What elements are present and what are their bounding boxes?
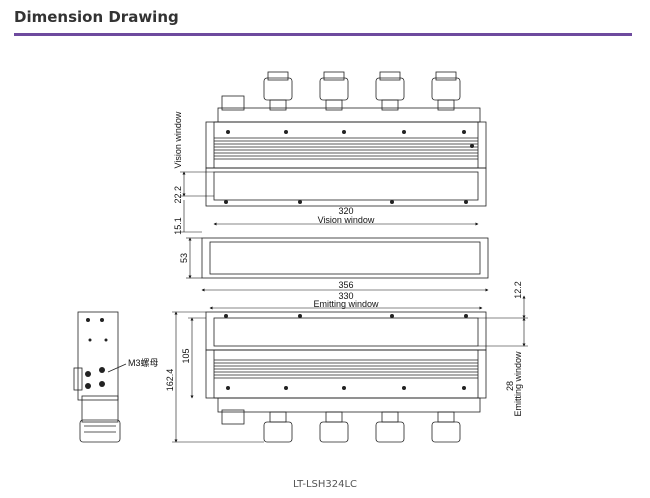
dim-330-label: 330	[338, 291, 353, 301]
middle-view	[201, 237, 489, 279]
dimension-lines	[172, 171, 528, 443]
dim-320-label: 320	[338, 206, 353, 216]
vision-window-horizontal-label: Vision window	[318, 215, 375, 225]
dim-22-2-label: 22.2	[173, 186, 183, 204]
vision-window-vertical-label: Vision window	[173, 111, 183, 168]
bottom-connectors	[263, 411, 461, 443]
dim-28-label: 28	[505, 381, 515, 391]
dim-12-2-label: 12.2	[513, 281, 523, 299]
emitting-window-vertical-label: Emitting window	[513, 351, 523, 417]
dim-356-label: 356	[338, 280, 353, 290]
dim-105-label: 105	[181, 348, 191, 363]
section-title: Dimension Drawing	[14, 8, 179, 26]
top-connectors	[263, 71, 461, 111]
top-view	[205, 71, 487, 207]
title-underline	[14, 33, 632, 36]
dim-53-label: 53	[179, 253, 189, 263]
dim-162-4-label: 162.4	[165, 369, 175, 392]
model-caption: LT-LSH324LC	[292, 479, 358, 490]
bottom-view	[205, 311, 487, 443]
emitting-window-horizontal-label: Emitting window	[313, 299, 379, 309]
side-view	[73, 311, 127, 443]
m3-nut-label: M3螺母	[128, 358, 159, 368]
dim-15-1-label: 15.1	[173, 217, 183, 235]
